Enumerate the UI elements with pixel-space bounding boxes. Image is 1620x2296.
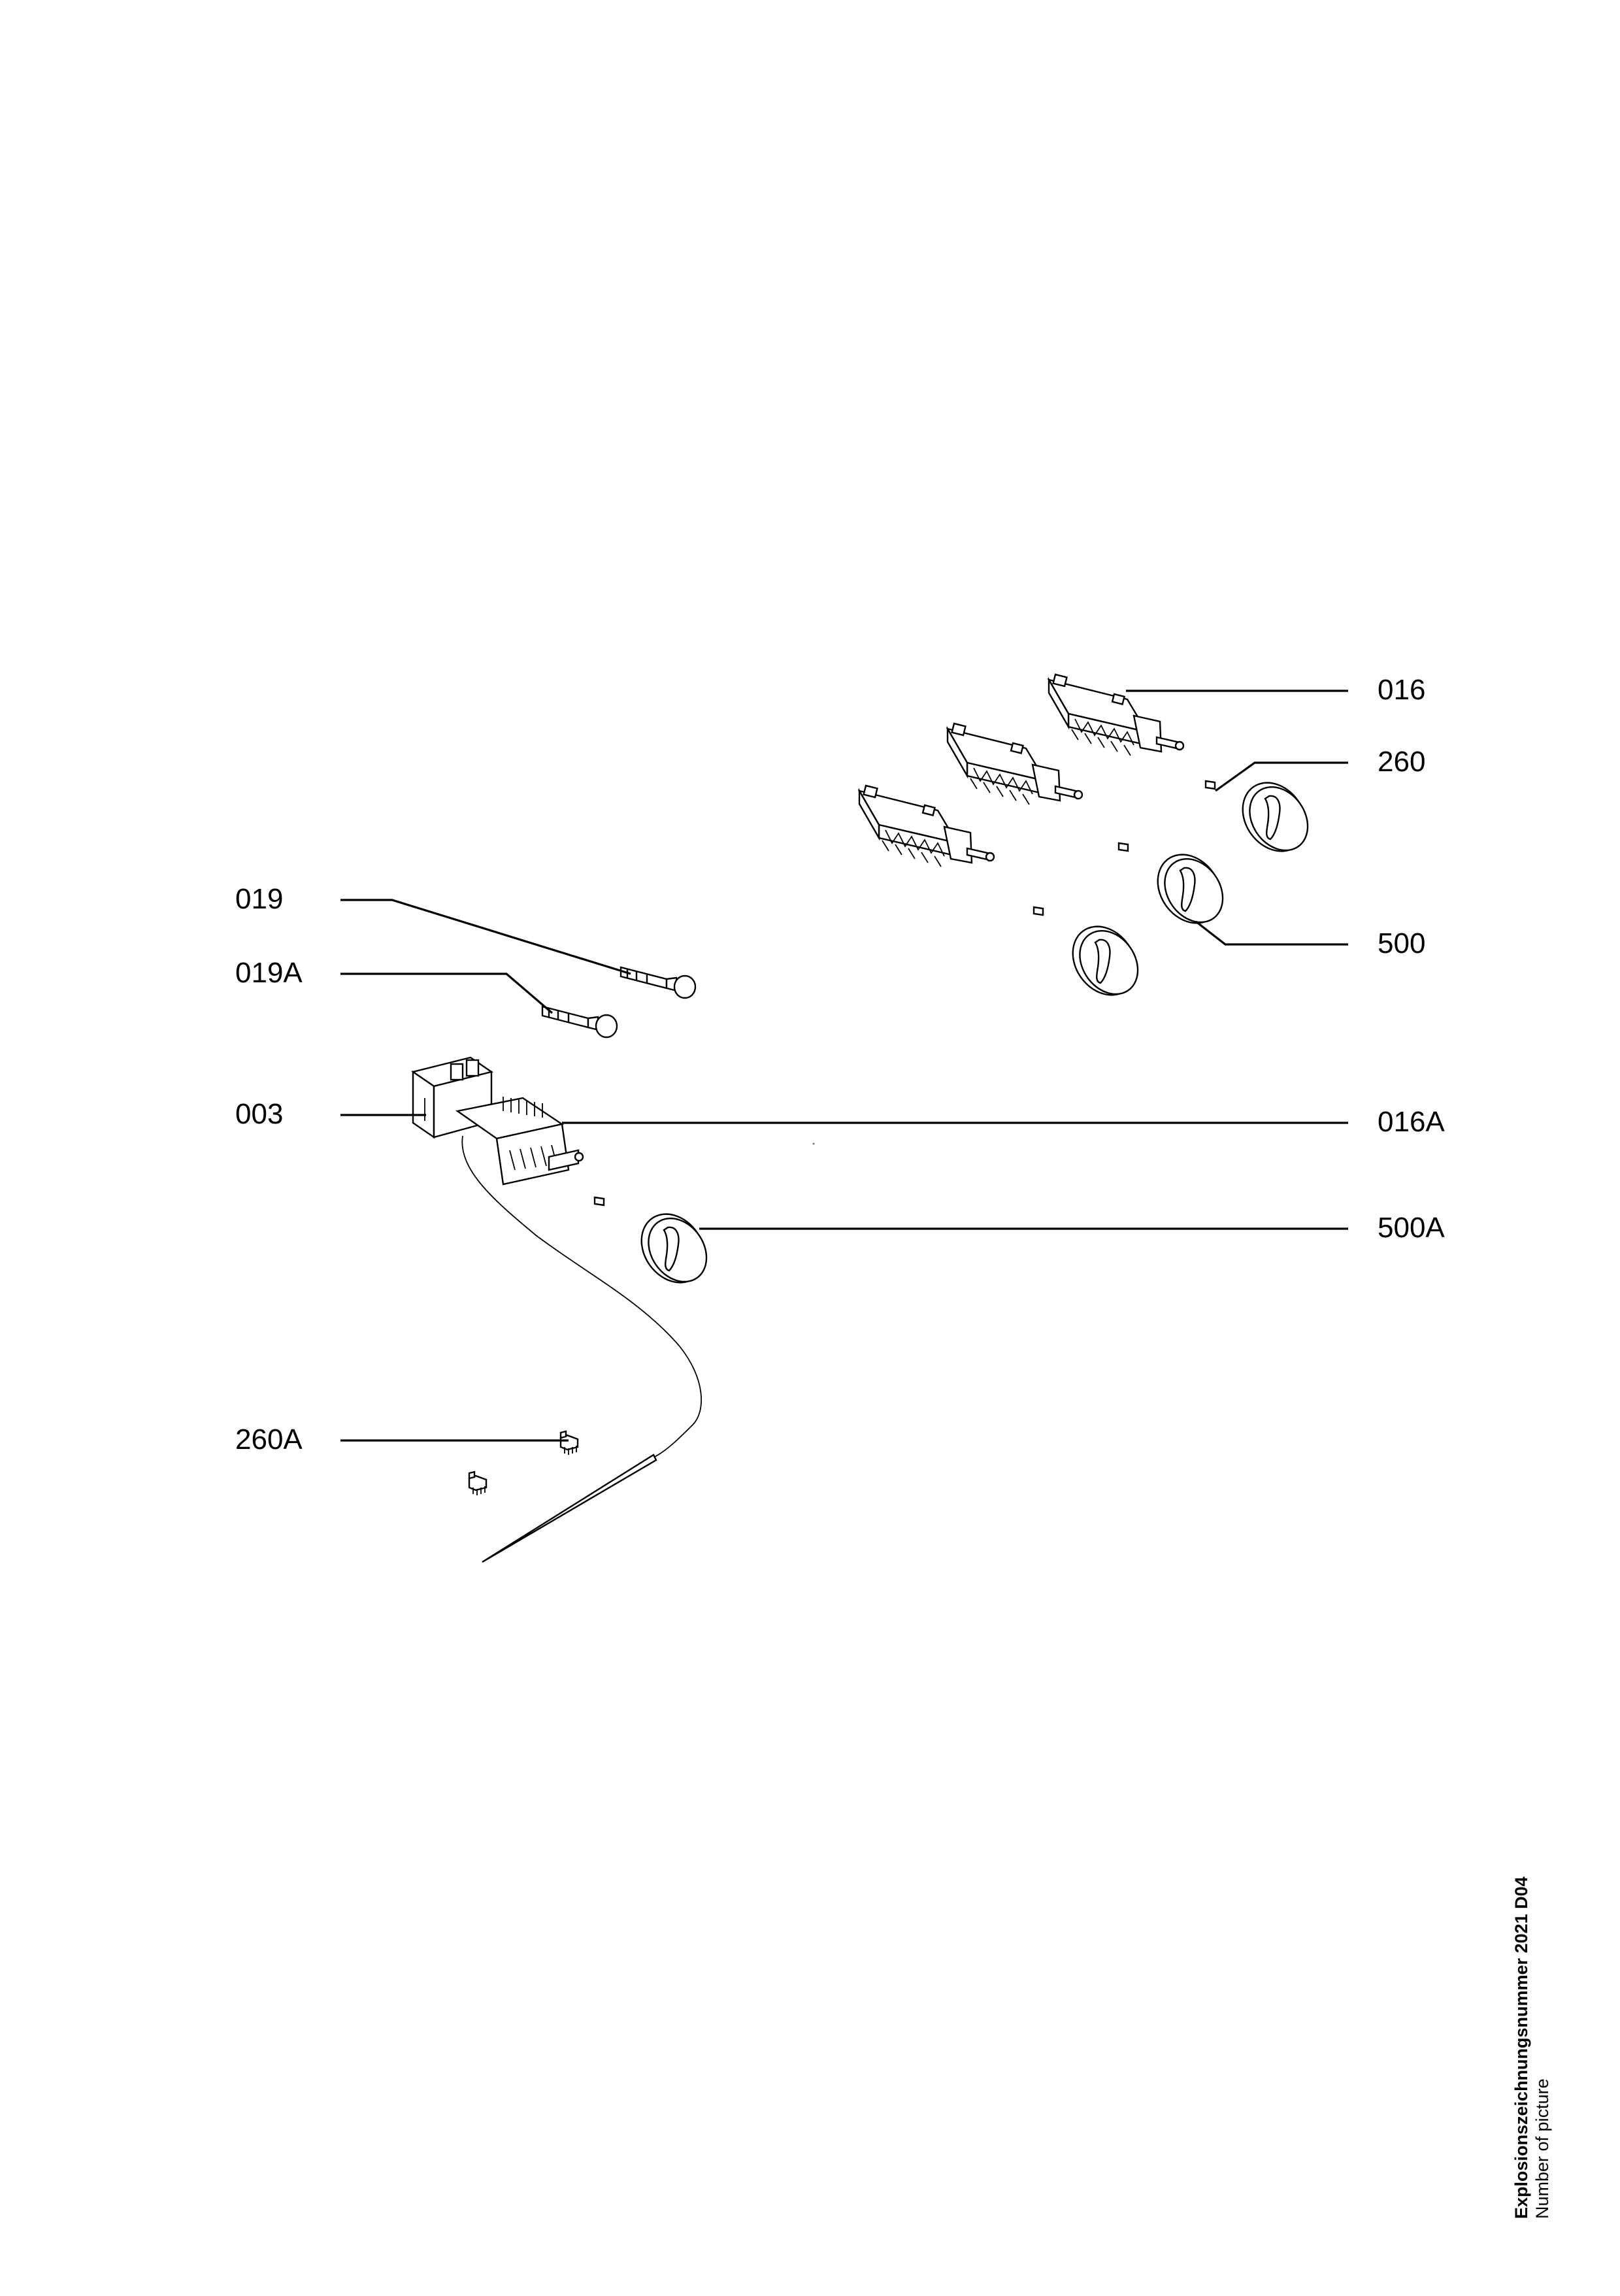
- clip-260-lower: [1033, 906, 1044, 916]
- drawing-number-title: Explosionszeichnungsnummer 2021 D04: [1512, 1876, 1531, 2219]
- clip-260A-lower: [468, 1471, 488, 1497]
- capillary-tube: [461, 1135, 703, 1458]
- switch-016A: [455, 1097, 584, 1186]
- clip-260A: [559, 1430, 579, 1456]
- label-016: 016: [1378, 674, 1425, 706]
- knob-500: [1144, 841, 1236, 937]
- label-260A: 260A: [235, 1423, 303, 1456]
- knob-500-left: [1059, 913, 1151, 1008]
- knob-500A: [627, 1201, 719, 1296]
- lamp-019: [620, 966, 697, 999]
- lamp-019A: [541, 1005, 618, 1039]
- sensor-probe: [482, 1454, 657, 1563]
- knob-500-right: [1229, 769, 1321, 865]
- switch-016-middle: [946, 722, 1083, 806]
- label-019: 019: [235, 883, 283, 915]
- stray-dot: [812, 1142, 815, 1145]
- clip-260-middle: [1117, 842, 1129, 852]
- label-500: 500: [1378, 927, 1425, 959]
- label-016A: 016A: [1378, 1106, 1445, 1138]
- clip-260: [1204, 780, 1216, 790]
- clip-260-016A: [593, 1196, 605, 1206]
- leader-lines: [340, 690, 1348, 1442]
- switch-016: [1048, 673, 1185, 757]
- label-260: 260: [1378, 746, 1425, 778]
- label-003: 003: [235, 1098, 283, 1130]
- drawing-number-caption: Explosionszeichnungsnummer 2021 D04 Numb…: [1511, 1876, 1553, 2219]
- drawing-number-subtitle: Number of picture: [1532, 2078, 1552, 2219]
- label-019A: 019A: [235, 957, 303, 989]
- switch-016-lower: [858, 784, 995, 868]
- label-500A: 500A: [1378, 1212, 1445, 1244]
